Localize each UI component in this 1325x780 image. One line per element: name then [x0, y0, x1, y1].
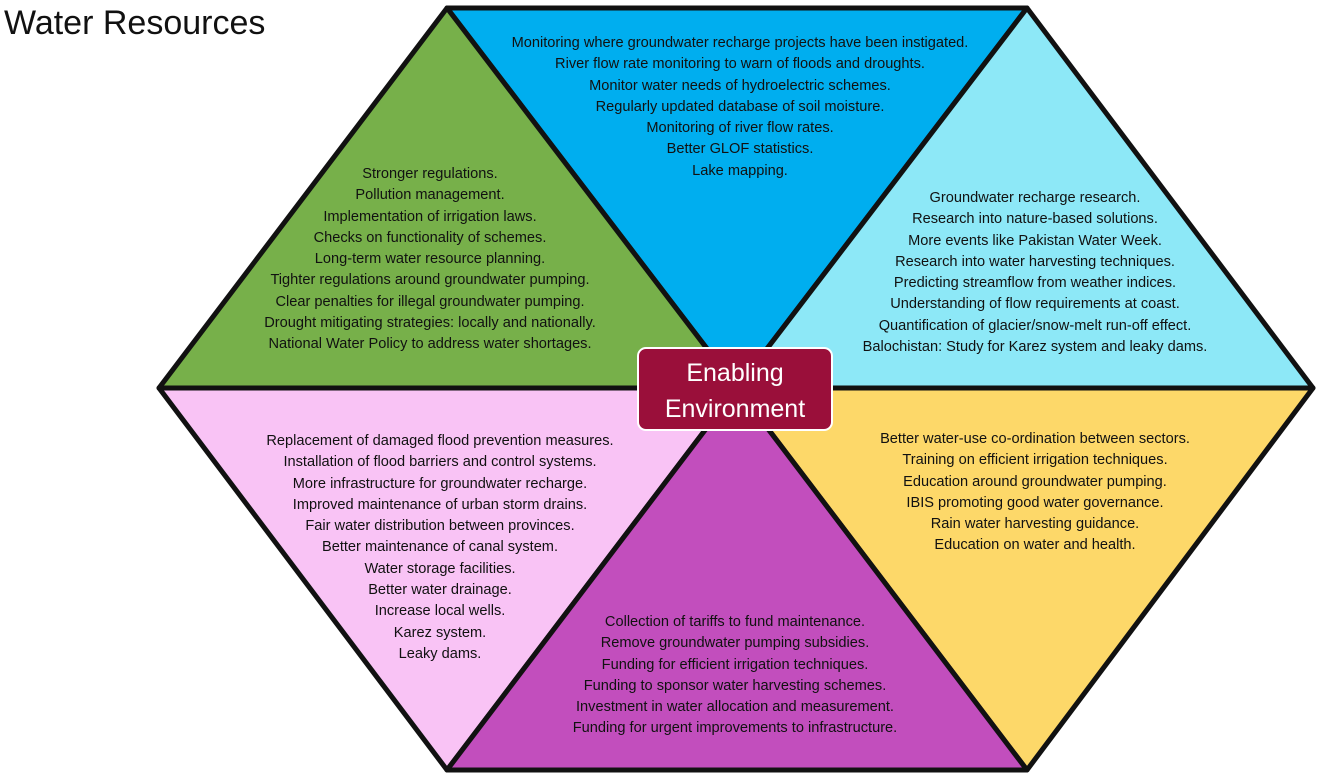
segment-item: Better water-use co-ordination between s…	[880, 431, 1190, 447]
center-label-box: Enabling Environment	[637, 347, 833, 431]
segment-item: Funding for efficient irrigation techniq…	[601, 656, 869, 673]
segment-item: More infrastructure for groundwater rech…	[292, 475, 588, 492]
segment-item: Long-term water resource planning.	[314, 251, 546, 268]
segment-item: Funding to sponsor water harvesting sche…	[583, 677, 887, 694]
segment-item: Balochistan: Study for Karez system and …	[862, 339, 1208, 356]
segment-item: Education on water and health.	[934, 537, 1136, 554]
segment-item: Rain water harvesting guidance.	[930, 516, 1140, 533]
segment-item: Collection of tariffs to fund maintenanc…	[604, 614, 866, 630]
segment-item: Installation of flood barriers and contr…	[283, 454, 597, 471]
segment-bottom-left-text: Replacement of damaged flood prevention …	[230, 431, 650, 665]
segment-item: IBIS promoting good water governance.	[906, 494, 1164, 511]
segment-item: Predicting streamflow from weather indic…	[893, 275, 1177, 292]
segment-item: National Water Policy to address water s…	[268, 336, 592, 353]
segment-item: Remove groundwater pumping subsidies.	[600, 635, 870, 652]
segment-item: Funding for urgent improvements to infra…	[572, 720, 898, 737]
segment-item: Fair water distribution between province…	[305, 518, 575, 535]
segment-item: Better maintenance of canal system.	[321, 539, 559, 556]
segment-item: Research into water harvesting technique…	[895, 253, 1175, 270]
segment-item: Lake mapping.	[692, 162, 788, 179]
segment-item: Better GLOF statistics.	[666, 141, 814, 158]
segment-item: Education around groundwater pumping.	[903, 473, 1167, 490]
segment-bottom-text: Collection of tariffs to fund maintenanc…	[520, 612, 950, 740]
diagram-title: Water Resources	[4, 4, 266, 42]
segment-item: Understanding of flow requirements at co…	[890, 296, 1180, 313]
center-label-line2: Environment	[664, 395, 806, 423]
segment-item: Water storage facilities.	[364, 560, 516, 577]
segment-item: Increase local wells.	[374, 603, 506, 620]
segment-item: River flow rate monitoring to warn of fl…	[555, 56, 925, 73]
segment-item: More events like Pakistan Water Week.	[908, 232, 1162, 249]
segment-item: Groundwater recharge research.	[929, 190, 1141, 206]
segment-bottom-shape	[444, 385, 1030, 773]
center-label-line1: Enabling	[686, 359, 784, 387]
segment-right-text: Groundwater recharge research. Research i…	[830, 188, 1240, 358]
segment-item: Quantification of glacier/snow-melt run-…	[878, 317, 1192, 334]
segment-item: Investment in water allocation and measu…	[576, 699, 894, 716]
segment-left-text: Stronger regulations. Pollution managemen…	[230, 164, 630, 356]
segment-item: Drought mitigating strategies: locally a…	[264, 315, 596, 332]
segment-item: Improved maintenance of urban storm drai…	[292, 496, 588, 513]
segment-item: Research into nature-based solutions.	[912, 211, 1158, 228]
segment-item: Checks on functionality of schemes.	[313, 229, 547, 246]
segment-item: Replacement of damaged flood prevention …	[266, 433, 614, 449]
segment-item: Pollution management.	[355, 187, 505, 204]
segment-item: Monitor water needs of hydroelectric sch…	[589, 77, 891, 94]
segment-top-text: Monitoring where groundwater recharge pr…	[480, 33, 1000, 182]
segment-item: Training on efficient irrigation techniq…	[902, 452, 1168, 469]
segment-item: Tighter regulations around groundwater p…	[270, 272, 590, 289]
segment-item: Better water drainage.	[368, 582, 512, 599]
segment-item: Monitoring of river flow rates.	[646, 120, 834, 137]
segment-item: Karez system.	[393, 624, 487, 641]
segment-item: Stronger regulations.	[362, 166, 498, 182]
segment-item: Leaky dams.	[398, 645, 482, 662]
segment-item: Monitoring where groundwater recharge pr…	[511, 35, 969, 51]
segment-bottom-right-text: Better water-use co-ordination between s…	[830, 429, 1240, 557]
segment-item: Implementation of irrigation laws.	[323, 208, 537, 225]
segment-item: Regularly updated database of soil moist…	[595, 98, 885, 115]
segment-item: Clear penalties for illegal groundwater …	[275, 293, 585, 310]
